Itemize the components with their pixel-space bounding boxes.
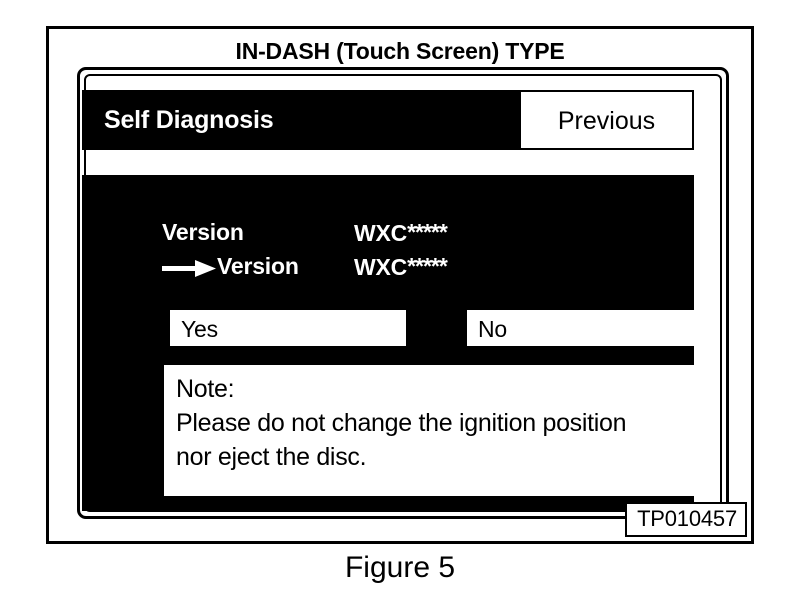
version-label: Version [217,253,299,279]
screen-header-bar: Self Diagnosis Previous [82,90,694,150]
version-row: Version WXC***** [82,251,694,285]
version-row: Version WXC***** [82,217,694,251]
note-box: Note: Please do not change the ignition … [164,365,704,496]
version-label: Version [162,219,244,245]
version-value-prefix: WXC [354,220,408,246]
arrow-right-icon [162,260,216,277]
previous-button[interactable]: Previous [521,92,692,148]
version-value-prefix: WXC [354,254,408,280]
figure-caption: Figure 5 [344,551,456,584]
note-line: Please do not change the ignition positi… [176,409,627,437]
note-line: Note: [176,375,235,403]
screen-title: Self Diagnosis [104,106,274,134]
screen-display-panel: Version WXC***** Version WXC***** Yes No [82,175,704,511]
figure-heading: IN-DASH (Touch Screen) TYPE [235,38,565,64]
no-button[interactable]: No [467,310,704,346]
no-button-label: No [478,316,508,342]
reference-code-box: TP010457 [625,502,747,537]
note-line: nor eject the disc. [176,443,367,471]
version-value-stars: ***** [407,219,448,245]
yes-button[interactable]: Yes [170,310,406,346]
reference-code: TP010457 [637,506,737,531]
yes-button-label: Yes [181,316,218,342]
previous-button-label: Previous [557,107,656,135]
version-value: WXC***** [354,253,448,281]
version-value: WXC***** [354,219,448,247]
figure-frame: IN-DASH (Touch Screen) TYPE Self Diagnos… [46,26,754,544]
answer-buttons: Yes No [82,310,704,346]
version-value-stars: ***** [407,253,448,279]
